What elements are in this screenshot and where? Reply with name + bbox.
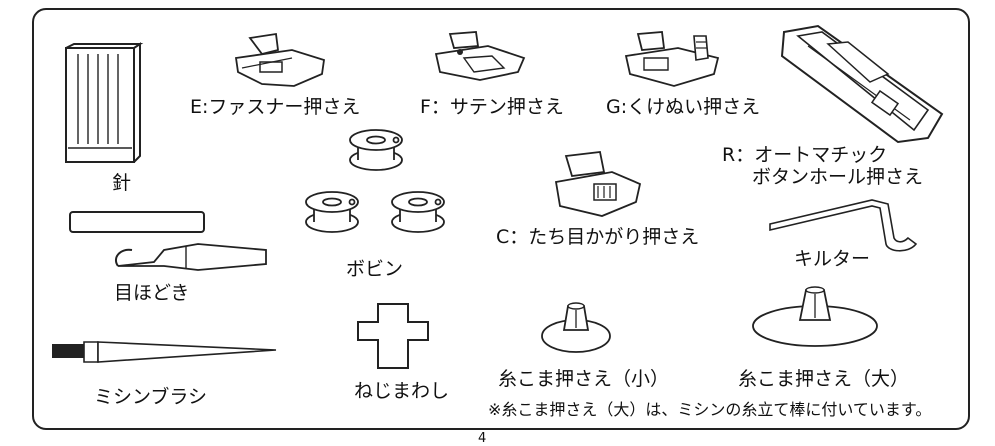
foot-e-label: E:ファスナー押さえ (190, 96, 361, 118)
buttonhole-foot-icon (778, 22, 946, 146)
satin-foot-icon (430, 28, 530, 86)
screwdriver-label: ねじまわし (354, 380, 450, 402)
seam-ripper-label: 目ほどき (114, 282, 190, 304)
spool-cap-large-icon (748, 284, 882, 350)
needles-label: 針 (112, 172, 132, 194)
spool-cap-small-label: 糸こま押さえ（小） (498, 368, 670, 390)
needle-pack-icon (62, 44, 142, 168)
seam-ripper-icon (66, 210, 272, 280)
brush-label: ミシンブラシ (94, 386, 208, 408)
foot-r-label-line2: ボタンホール押さえ (752, 166, 924, 188)
spool-cap-large-label: 糸こま押さえ（大） (738, 368, 910, 390)
spool-cap-small-icon (538, 296, 614, 358)
foot-c-label: C：たち目かがり押さえ (496, 226, 700, 248)
foot-g-label: G:くけぬい押さえ (606, 96, 761, 118)
foot-f-label: F：サテン押さえ (420, 96, 564, 118)
quilter-label: キルター (794, 248, 871, 270)
bobbins-label: ボビン (346, 258, 404, 280)
screwdriver-icon (354, 300, 432, 372)
quilter-icon (768, 198, 922, 258)
footnote: ※糸こま押さえ（大）は、ミシンの糸立て棒に付いています。 (488, 400, 932, 419)
blind-hem-foot-icon (622, 28, 726, 90)
page-number: 4 (478, 431, 487, 446)
foot-r-label-line1: R：オートマチック (722, 144, 888, 166)
accessories-frame (32, 8, 970, 430)
brush-icon (52, 336, 280, 368)
bobbin-icon (300, 126, 450, 248)
zipper-foot-icon (232, 30, 330, 90)
overcast-foot-icon (552, 150, 644, 220)
